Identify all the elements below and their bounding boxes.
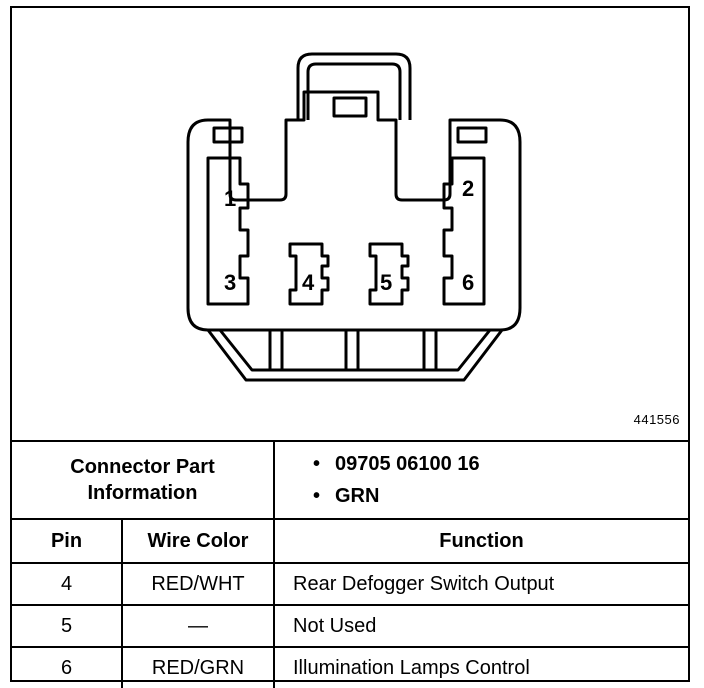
connector-info-table: Connector Part Information • 09705 06100 … — [12, 440, 688, 688]
corner-notch-left — [212, 126, 244, 144]
table-header-row: Pin Wire Color Function — [12, 518, 688, 564]
latch-tab — [332, 96, 368, 118]
table-row: 4 RED/WHT Rear Defogger Switch Output — [12, 562, 688, 606]
part-info-label-line1: Connector Part — [70, 456, 215, 478]
pin-label-3: 3 — [224, 270, 236, 295]
bullet-icon: • — [313, 485, 321, 507]
wire-color-cell: RED/GRN — [121, 646, 275, 688]
part-info-label: Connector Part Information — [12, 440, 275, 520]
header-wire-color: Wire Color — [121, 518, 275, 564]
corner-notch-right — [456, 126, 488, 144]
table-row: 5 — Not Used — [12, 604, 688, 648]
part-info-values: • 09705 06100 16 • GRN — [273, 440, 688, 520]
header-pin: Pin — [12, 518, 123, 564]
pin-cell: 5 — [12, 604, 123, 648]
connector-face-drawing: 1 2 3 4 5 6 — [186, 52, 522, 382]
pin-cell: 4 — [12, 562, 123, 606]
cavity-5 — [368, 242, 410, 306]
wire-color-cell: — — [121, 604, 275, 648]
part-number-item: • 09705 06100 16 — [313, 448, 688, 480]
table-row: 6 RED/GRN Illumination Lamps Control — [12, 646, 688, 688]
connector-diagram: 1 2 3 4 5 6 441556 — [12, 8, 688, 440]
function-cell: Illumination Lamps Control — [273, 646, 688, 688]
connector-frame: 1 2 3 4 5 6 441556 Connector Part Inform… — [10, 6, 690, 688]
part-info-row: Connector Part Information • 09705 06100 … — [12, 440, 688, 520]
function-cell: Rear Defogger Switch Output — [273, 562, 688, 606]
pin-label-4: 4 — [302, 270, 315, 295]
pin-label-1: 1 — [224, 186, 236, 211]
figure-number: 441556 — [633, 412, 680, 427]
header-function: Function — [273, 518, 688, 564]
pin-label-6: 6 — [462, 270, 474, 295]
part-number: 09705 06100 16 — [335, 453, 480, 475]
latch-outer — [296, 52, 412, 120]
cavity-2-6 — [442, 156, 486, 306]
pin-cell: 6 — [12, 646, 123, 688]
wire-color-cell: RED/WHT — [121, 562, 275, 606]
cavity-4 — [288, 242, 330, 306]
connector-housing — [186, 90, 522, 332]
function-cell: Not Used — [273, 604, 688, 648]
pin-label-2: 2 — [462, 176, 474, 201]
cavity-1-3 — [206, 156, 250, 306]
bullet-icon: • — [313, 453, 321, 475]
part-color-item: • GRN — [313, 480, 688, 512]
pin-label-5: 5 — [380, 270, 392, 295]
part-color: GRN — [335, 485, 380, 507]
connector-skirt — [206, 329, 504, 382]
latch-inner — [306, 62, 402, 120]
part-info-label-line2: Information — [87, 482, 198, 504]
